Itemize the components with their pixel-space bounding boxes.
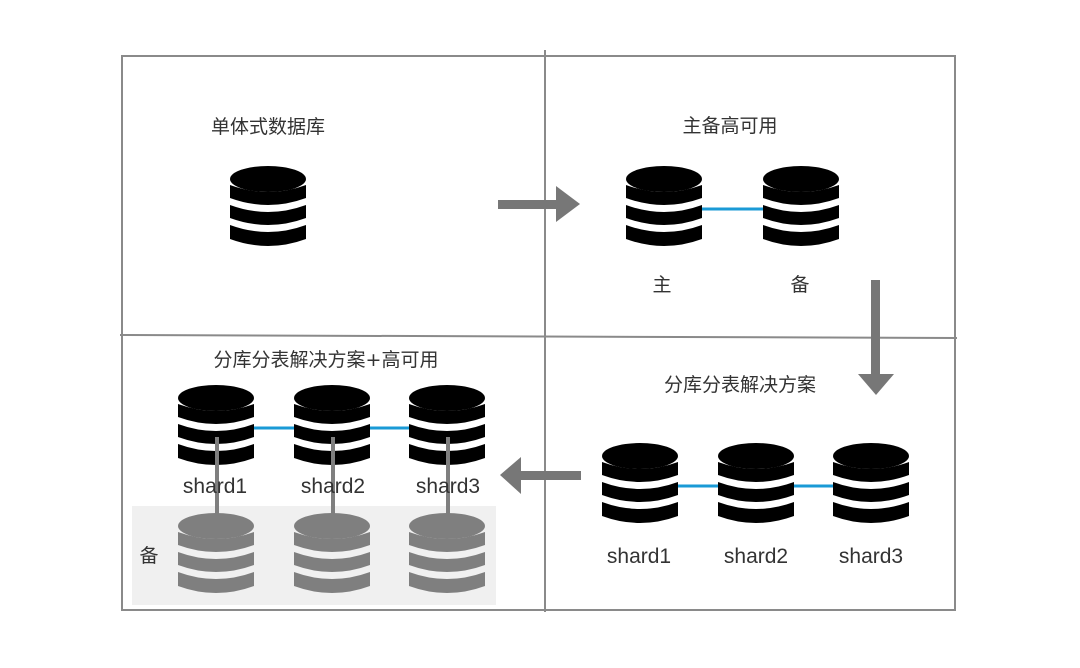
shard-database-icon — [602, 443, 678, 523]
panel-title-sharding-ha: 分库分表解决方案+高可用 — [214, 349, 439, 371]
shard-label: shard3 — [839, 545, 903, 568]
panel-monolithic: 单体式数据库 — [211, 116, 325, 246]
primary-database-icon — [626, 166, 702, 246]
shard-label: shard2 — [301, 475, 365, 498]
standby-database-icon — [763, 166, 839, 246]
shard-label: shard1 — [183, 475, 247, 498]
database-icon — [230, 166, 306, 246]
arrow-down — [858, 280, 894, 395]
shard-database-icon — [833, 443, 909, 523]
panel-sharding-ha: 分库分表解决方案+高可用 备 shard1 shard2 shard3 — [132, 349, 496, 605]
panel-title-master-standby: 主备高可用 — [682, 115, 777, 137]
panel-master-standby: 主备高可用 主 备 — [626, 115, 839, 296]
panel-sharding: 分库分表解决方案 shard1 shard2 shard3 — [602, 374, 909, 568]
shard-label: shard3 — [416, 475, 480, 498]
shard-label: shard1 — [607, 545, 671, 568]
outer-frame — [121, 55, 956, 611]
shard-database-icon — [718, 443, 794, 523]
panel-grid — [119, 50, 958, 612]
arrow-left — [500, 457, 581, 494]
primary-label: 主 — [652, 274, 671, 296]
horizontal-divider — [119, 334, 958, 339]
standby-label: 备 — [790, 274, 809, 296]
panel-title-monolithic: 单体式数据库 — [211, 116, 325, 138]
panel-title-sharding: 分库分表解决方案 — [664, 374, 816, 396]
standby-zone-label: 备 — [139, 545, 158, 567]
shard-label: shard2 — [724, 545, 788, 568]
arrow-right — [498, 186, 580, 222]
